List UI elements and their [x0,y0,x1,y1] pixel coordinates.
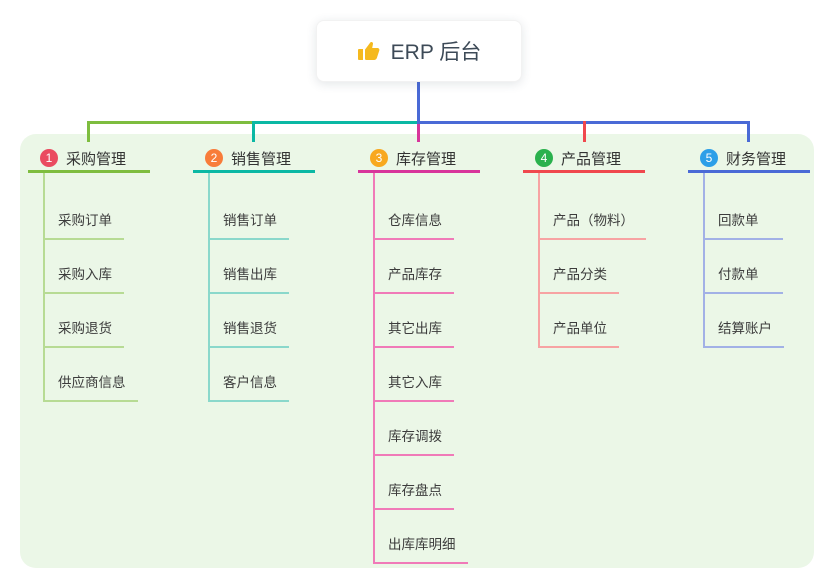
child-topic[interactable]: 销售出库 [208,263,289,294]
branches-panel-background [20,134,814,568]
branch-column-purchase: 1 采购管理 采购订单 采购入库 采购退货 供应商信息 [28,0,168,588]
branch-trunk-line [703,173,705,347]
branch-trunk-line [538,173,540,347]
child-topic[interactable]: 库存调拨 [373,425,454,456]
branch-underline [358,170,480,173]
child-topic[interactable]: 库存盘点 [373,479,454,510]
branch-label: 库存管理 [396,150,457,168]
branch-node-sales[interactable]: 2 销售管理 [205,145,291,171]
branch-underline [193,170,315,173]
branch-label: 采购管理 [66,150,127,168]
child-topic[interactable]: 产品分类 [538,263,619,294]
root-connector-line [417,82,420,124]
child-topic[interactable]: 客户信息 [208,371,289,402]
branch-drop-line-inventory [417,124,420,142]
branch-number-badge: 4 [535,149,553,167]
branch-number-badge: 3 [370,149,388,167]
child-topic[interactable]: 付款单 [703,263,783,294]
child-topic[interactable]: 采购入库 [43,263,124,294]
connector-segment-purchase [87,121,252,124]
child-topic[interactable]: 销售订单 [208,209,289,240]
branch-number-badge: 2 [205,149,223,167]
branch-node-finance[interactable]: 5 财务管理 [700,145,786,171]
child-topic[interactable]: 回款单 [703,209,783,240]
child-topic[interactable]: 产品（物料） [538,209,646,240]
branch-drop-line-product [583,121,586,142]
child-topic[interactable]: 其它入库 [373,371,454,402]
branch-node-product[interactable]: 4 产品管理 [535,145,621,171]
branch-underline [28,170,150,173]
child-topic[interactable]: 结算账户 [703,317,784,348]
child-topic[interactable]: 采购退货 [43,317,124,348]
branch-drop-line-finance [747,121,750,142]
child-topic[interactable]: 仓库信息 [373,209,454,240]
branch-underline [688,170,810,173]
branch-drop-line-sales [252,121,255,142]
branch-drop-line-purchase [87,121,90,142]
branch-trunk-line [43,173,45,401]
root-node[interactable]: ERP 后台 [316,20,522,82]
branch-underline [523,170,645,173]
child-topic[interactable]: 产品库存 [373,263,454,294]
child-topic[interactable]: 供应商信息 [43,371,138,402]
child-topic[interactable]: 采购订单 [43,209,124,240]
branch-node-inventory[interactable]: 3 库存管理 [370,145,456,171]
branch-trunk-line [373,173,375,563]
child-topic[interactable]: 销售退货 [208,317,289,348]
child-topic[interactable]: 其它出库 [373,317,454,348]
branch-label: 产品管理 [561,150,622,168]
branch-node-purchase[interactable]: 1 采购管理 [40,145,126,171]
branch-label: 销售管理 [231,150,292,168]
child-topic[interactable]: 出库库明细 [373,533,468,564]
connector-segment-sales [252,121,417,124]
branch-number-badge: 5 [700,149,718,167]
branch-trunk-line [208,173,210,401]
branch-column-finance: 5 财务管理 回款单 付款单 结算账户 [688,0,828,588]
branch-column-inventory: 3 库存管理 仓库信息 产品库存 其它出库 其它入库 库存调拨 库存盘点 出库库… [358,0,498,588]
child-topic[interactable]: 产品单位 [538,317,619,348]
branch-column-sales: 2 销售管理 销售订单 销售出库 销售退货 客户信息 [193,0,333,588]
branch-number-badge: 1 [40,149,58,167]
root-label: ERP 后台 [390,41,482,64]
branch-column-product: 4 产品管理 产品（物料） 产品分类 产品单位 [523,0,663,588]
branch-label: 财务管理 [726,150,787,168]
thumbs-up-icon [357,39,381,63]
